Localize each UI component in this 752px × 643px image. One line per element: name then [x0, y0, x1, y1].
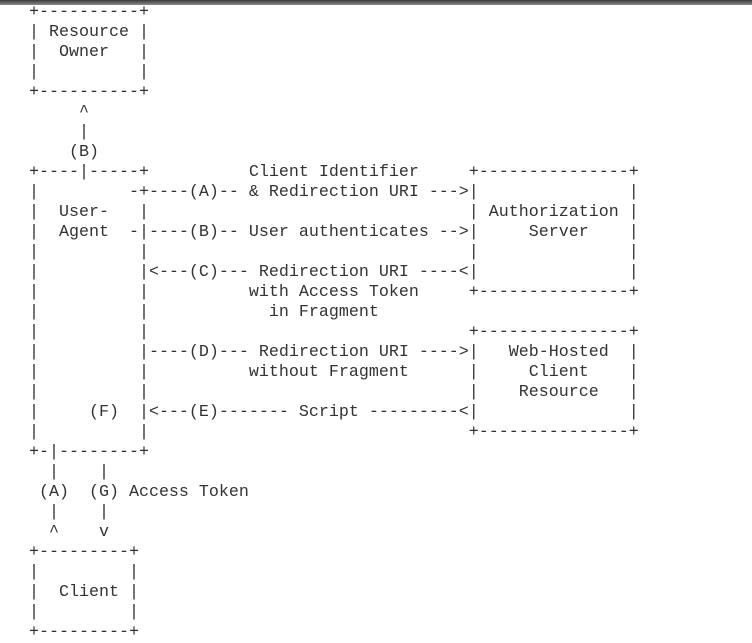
diagram-line: | | without Fragment | Client |: [29, 363, 639, 382]
diagram-line: (B): [29, 143, 99, 162]
diagram-line: | |<---(C)--- Redirection URI ----<| |: [29, 263, 639, 282]
diagram-line: | | with Access Token +---------------+: [29, 283, 639, 302]
diagram-line: | |----(D)--- Redirection URI ---->| Web…: [29, 343, 639, 362]
diagram-line: ^ v: [29, 523, 109, 542]
diagram-line: | User- | | Authorization |: [29, 203, 639, 222]
diagram-line: | | | Resource |: [29, 383, 639, 402]
diagram-line: | |: [29, 503, 109, 522]
diagram-line: +-|--------+: [29, 443, 149, 462]
diagram-line: | | | |: [29, 243, 639, 262]
diagram-line: ^: [29, 103, 89, 122]
diagram-line: | -+----(A)-- & Redirection URI --->| |: [29, 183, 639, 202]
diagram-line: | Agent -|----(B)-- User authenticates -…: [29, 223, 639, 242]
oauth-implicit-flow-diagram: +----------+| Resource || Owner || |+---…: [29, 3, 639, 643]
diagram-line: | Owner |: [29, 43, 149, 62]
diagram-line: | |: [29, 563, 139, 582]
diagram-line: +----------+: [29, 3, 149, 22]
diagram-line: (A) (G) Access Token: [29, 483, 249, 502]
diagram-line: | |: [29, 63, 149, 82]
diagram-line: | |: [29, 603, 139, 622]
diagram-line: +---------+: [29, 623, 139, 642]
diagram-line: +----|-----+ Client Identifier +--------…: [29, 163, 639, 182]
diagram-line: | |: [29, 463, 109, 482]
diagram-line: | Client |: [29, 583, 139, 602]
diagram-line: | | in Fragment: [29, 303, 379, 322]
diagram-line: | | +---------------+: [29, 423, 639, 442]
diagram-line: | | +---------------+: [29, 323, 639, 342]
diagram-line: +----------+: [29, 83, 149, 102]
diagram-line: |: [29, 123, 89, 142]
window-top-edge: [0, 0, 752, 5]
diagram-line: +---------+: [29, 543, 139, 562]
diagram-line: | (F) |<---(E)------- Script ---------<|…: [29, 403, 639, 422]
diagram-line: | Resource |: [29, 23, 149, 42]
